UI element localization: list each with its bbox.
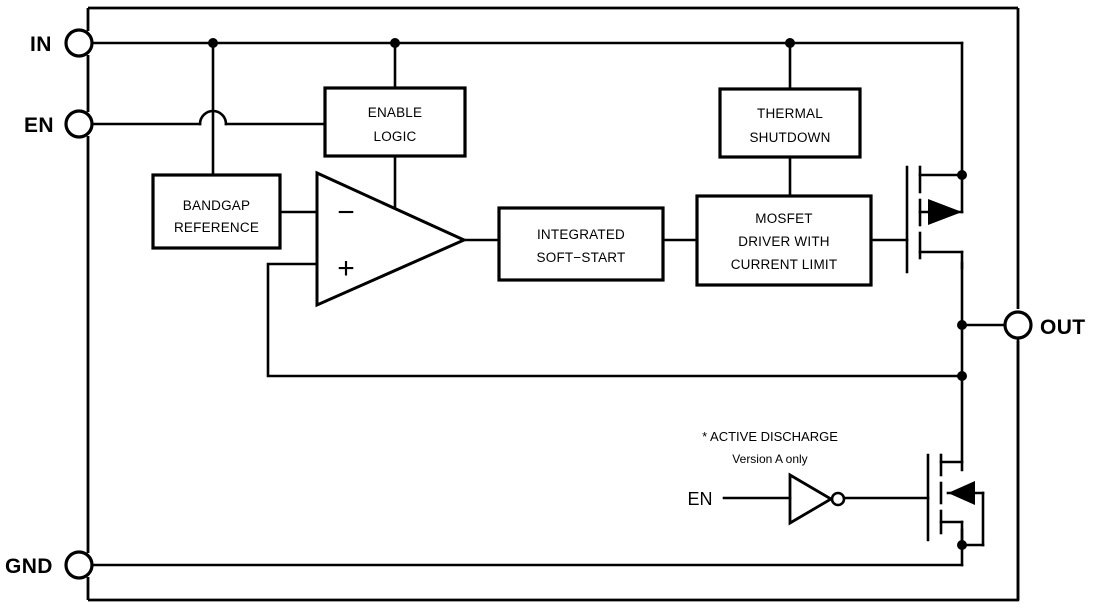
nmos-body-arrow xyxy=(948,481,975,505)
inverter-gate xyxy=(722,472,846,526)
pin-terminal-in[interactable] xyxy=(64,28,94,58)
pin-label-in: IN xyxy=(30,33,52,56)
pmos-body-arrow xyxy=(928,199,962,225)
block-integrated-soft-start: INTEGRATED SOFT−START xyxy=(497,206,665,282)
enable-logic-label-line-2: LOGIC xyxy=(373,129,416,144)
pin-terminal-gnd[interactable] xyxy=(64,550,94,580)
soft-start-label-line-2: SOFT−START xyxy=(537,250,626,265)
pin-label-out: OUT xyxy=(1040,316,1086,339)
thermal-shutdown-label-line-2: SHUTDOWN xyxy=(749,130,830,145)
bandgap-box xyxy=(151,173,282,250)
enable-logic-label-line-1: ENABLE xyxy=(368,105,422,120)
internal-wiring xyxy=(208,38,1020,602)
block-mosfet-driver: MOSFET DRIVER WITH CURRENT LIMIT xyxy=(695,194,873,287)
pin-terminal-en[interactable] xyxy=(64,109,94,139)
junction-in-enable-logic xyxy=(390,38,400,48)
nmos-discharge-transistor xyxy=(843,453,985,550)
device-outline xyxy=(86,6,1020,602)
pin-group-out[interactable] xyxy=(960,310,1033,340)
pin-terminal-out[interactable] xyxy=(1003,310,1033,340)
thermal-shutdown-label-line-1: THERMAL xyxy=(757,106,823,121)
junction-in-bandgap xyxy=(208,38,218,48)
junction-nmos-source-bulk xyxy=(957,540,967,550)
pin-group-en[interactable] xyxy=(64,109,327,139)
mosfet-driver-label-line-1: MOSFET xyxy=(755,211,812,226)
wire-feedback-to-amp-plus xyxy=(266,262,964,378)
mosfet-driver-label-line-3: CURRENT LIMIT xyxy=(731,257,838,272)
bandgap-label-line-1: BANDGAP xyxy=(183,198,250,213)
pin-label-en: EN xyxy=(24,114,54,137)
soft-start-box xyxy=(497,206,665,282)
soft-start-label-line-1: INTEGRATED xyxy=(537,227,625,242)
error-amp-triangle xyxy=(315,170,468,308)
mosfet-driver-box xyxy=(695,194,873,287)
pin-group-in[interactable] xyxy=(64,28,964,58)
junction-in-thermal xyxy=(785,38,795,48)
bandgap-label-line-2: REFERENCE xyxy=(174,220,259,235)
block-bandgap-reference: BANDGAP REFERENCE xyxy=(151,173,282,250)
pin-group-gnd[interactable] xyxy=(64,550,964,580)
block-thermal-shutdown: THERMAL SHUTDOWN xyxy=(718,87,862,159)
error-amplifier: − + xyxy=(315,170,468,308)
pmos-pass-transistor xyxy=(905,165,967,274)
error-amp-plus-sign: + xyxy=(337,252,355,285)
mosfet-driver-label-line-2: DRIVER WITH xyxy=(738,234,829,249)
enable-logic-box xyxy=(323,86,467,158)
pin-label-gnd: GND xyxy=(5,555,53,578)
block-enable-logic: ENABLE LOGIC xyxy=(323,86,467,158)
discharge-en-label: EN xyxy=(687,489,712,509)
thermal-shutdown-box xyxy=(718,87,862,159)
error-amp-minus-sign: − xyxy=(337,196,355,229)
inverter-bubble xyxy=(830,491,846,507)
active-discharge-subnote: Version A only xyxy=(732,452,807,466)
inverter-triangle xyxy=(788,472,834,526)
active-discharge-note: * ACTIVE DISCHARGE xyxy=(702,429,838,444)
